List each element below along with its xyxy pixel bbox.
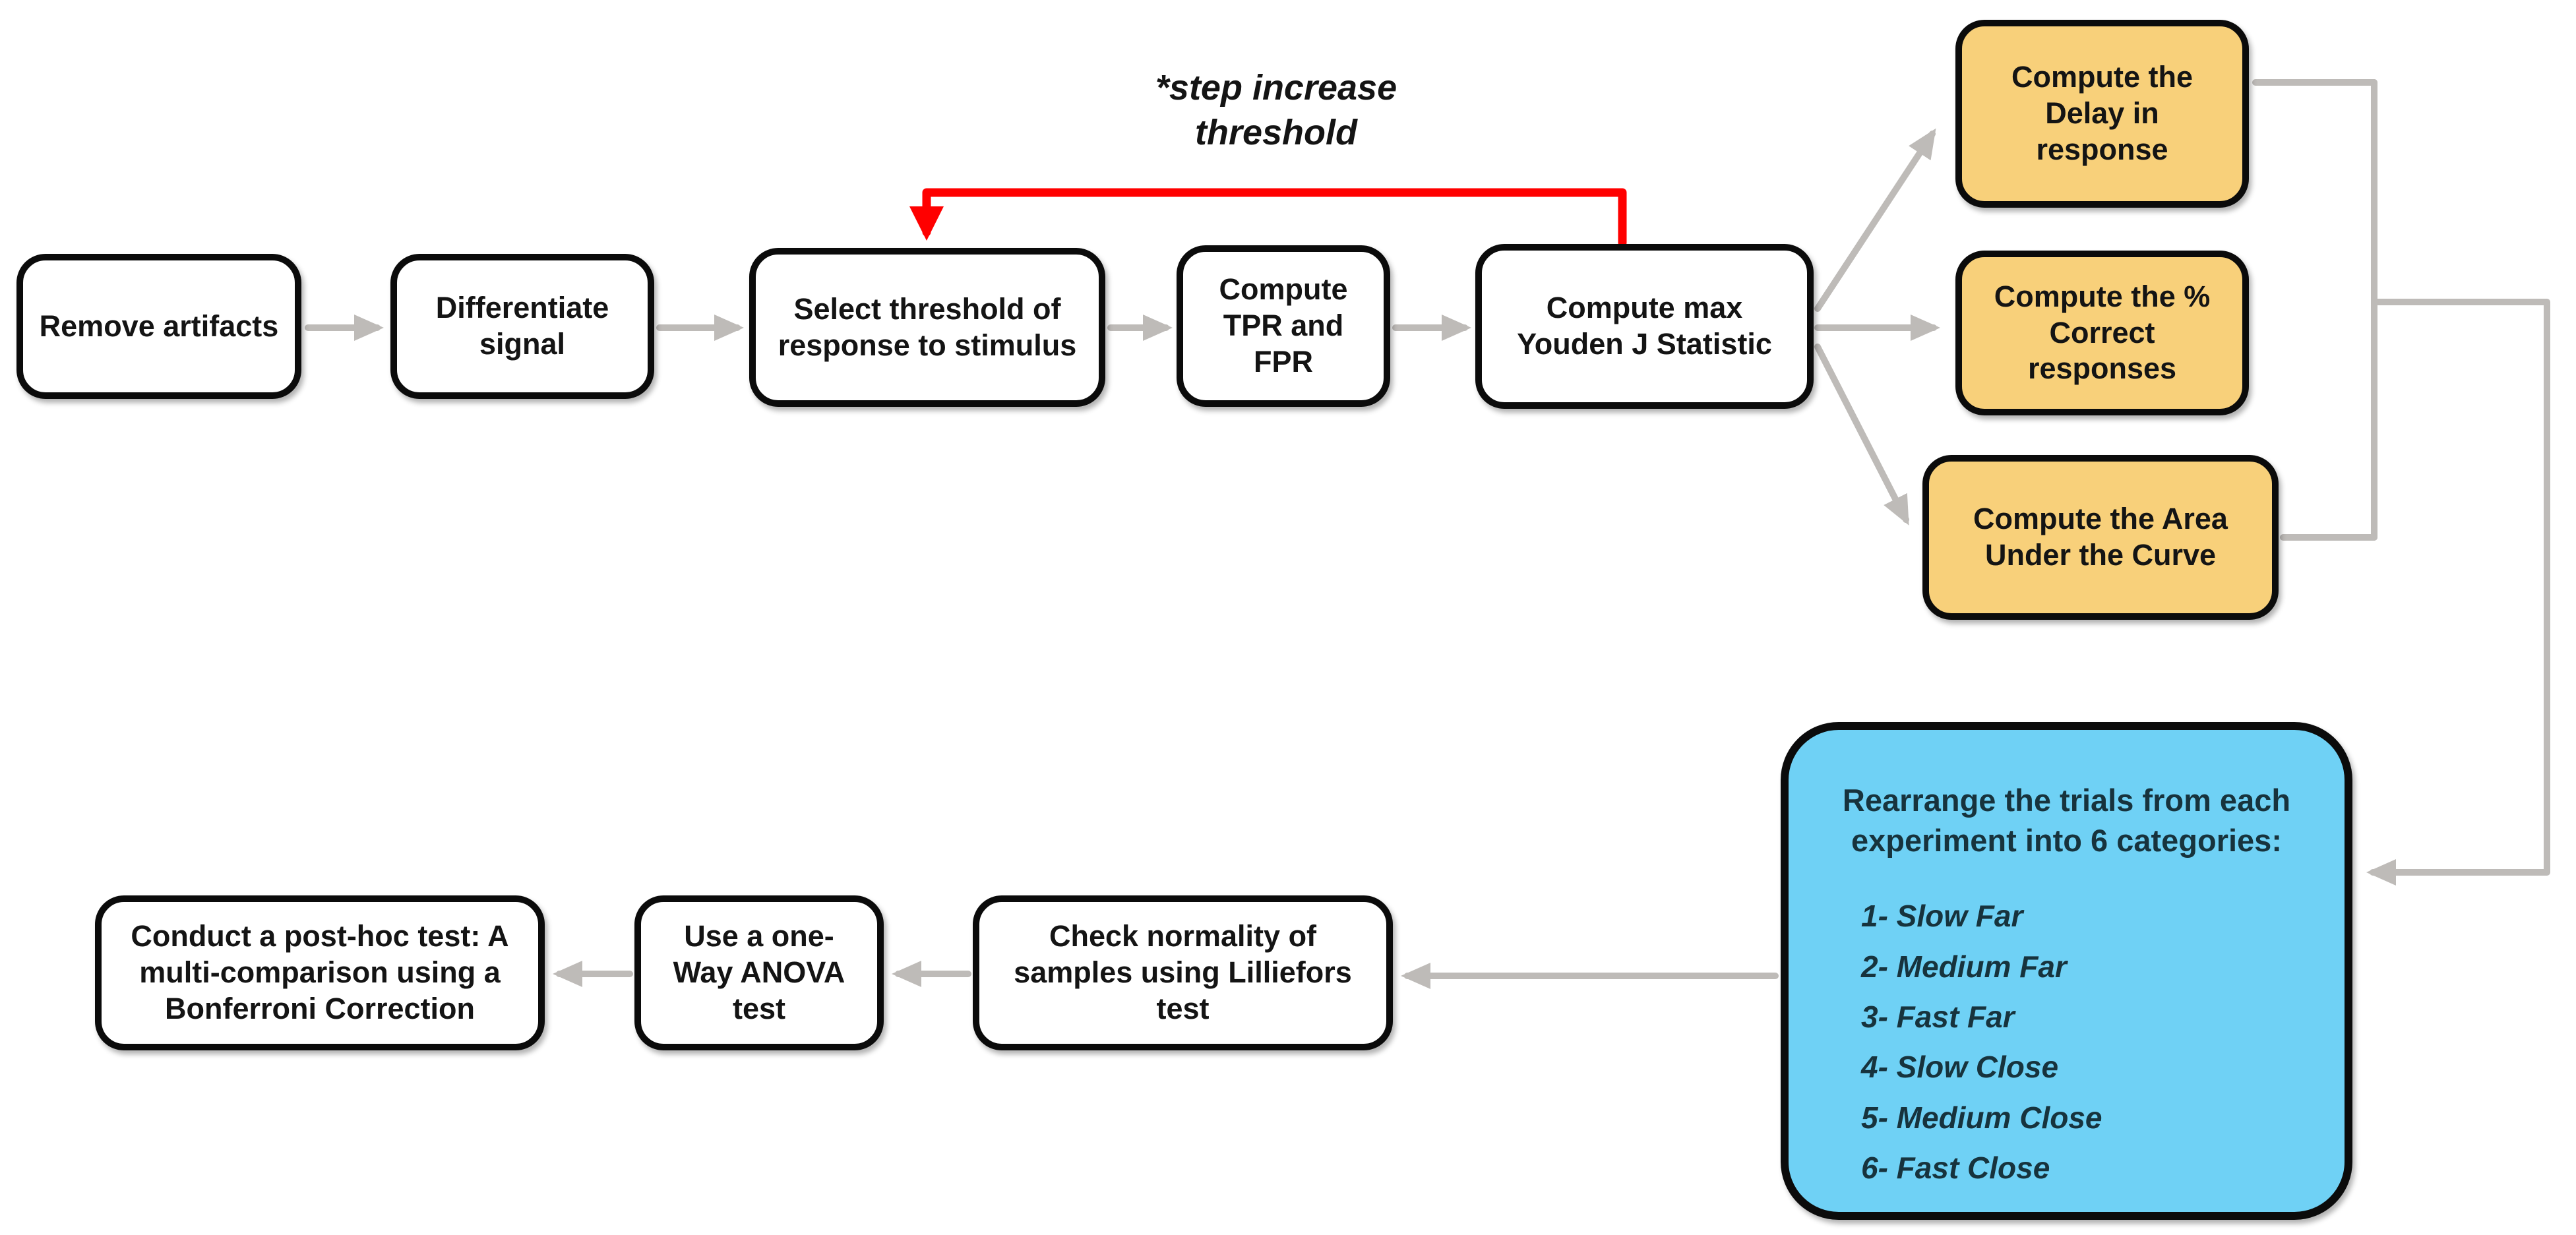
node-remove-artifacts: Remove artifacts (16, 254, 301, 399)
category-item: 4- Slow Close (1861, 1050, 2059, 1085)
arrow-youden-to-delay (1814, 128, 1936, 312)
rearrange-category-list: 1- Slow Far 2- Medium Far 3- Fast Far 4-… (1861, 891, 2301, 1193)
category-item: 1- Slow Far (1861, 899, 2023, 934)
node-label: Remove artifacts (39, 309, 279, 343)
node-posthoc-bonferroni: Conduct a post-hoc test: A multi-compari… (95, 895, 545, 1050)
category-item: 3- Fast Far (1861, 999, 2015, 1034)
category-item: 6- Fast Close (1861, 1150, 2050, 1185)
node-differentiate-signal: Differentiate signal (390, 254, 654, 399)
node-label: Check normality of samples using Lillief… (1014, 919, 1352, 1025)
category-item: 2- Medium Far (1861, 949, 2067, 984)
node-check-normality: Check normality of samples using Lillief… (973, 895, 1393, 1050)
node-compute-auc: Compute the Area Under the Curve (1922, 455, 2279, 620)
node-label: Compute the % Correct responses (1994, 279, 2211, 386)
node-select-threshold: Select threshold of response to stimulus (749, 248, 1105, 407)
rearrange-header: Rearrange the trials from each experimen… (1842, 783, 2291, 858)
feedback-arrow-step-increase (909, 188, 1627, 247)
node-label: Compute the Area Under the Curve (1973, 502, 2228, 572)
arrow-bracket-to-rearrange (2366, 299, 2550, 886)
arrow-youden-to-auc (1814, 344, 1909, 526)
node-label: Select threshold of response to stimulus (778, 291, 1077, 362)
node-label: Compute TPR and FPR (1219, 272, 1348, 378)
node-label: Conduct a post-hoc test: A multi-compari… (131, 919, 509, 1025)
node-compute-max-youden: Compute max Youden J Statistic (1475, 244, 1814, 409)
feedback-label: *step increase threshold (1155, 68, 1397, 152)
node-rearrange-trials: Rearrange the trials from each experimen… (1781, 722, 2352, 1220)
node-label: Use a one-Way ANOVA test (673, 919, 845, 1025)
category-item: 5- Medium Close (1861, 1100, 2102, 1135)
node-compute-percent-correct: Compute the % Correct responses (1955, 251, 2249, 415)
node-compute-tpr-fpr: Compute TPR and FPR (1177, 245, 1390, 407)
node-label: Differentiate signal (435, 291, 609, 361)
node-compute-delay: Compute the Delay in response (1955, 20, 2249, 208)
node-anova-test: Use a one-Way ANOVA test (634, 895, 884, 1050)
node-label: Compute the Delay in response (2011, 60, 2193, 166)
node-label: Compute max Youden J Statistic (1517, 291, 1772, 361)
